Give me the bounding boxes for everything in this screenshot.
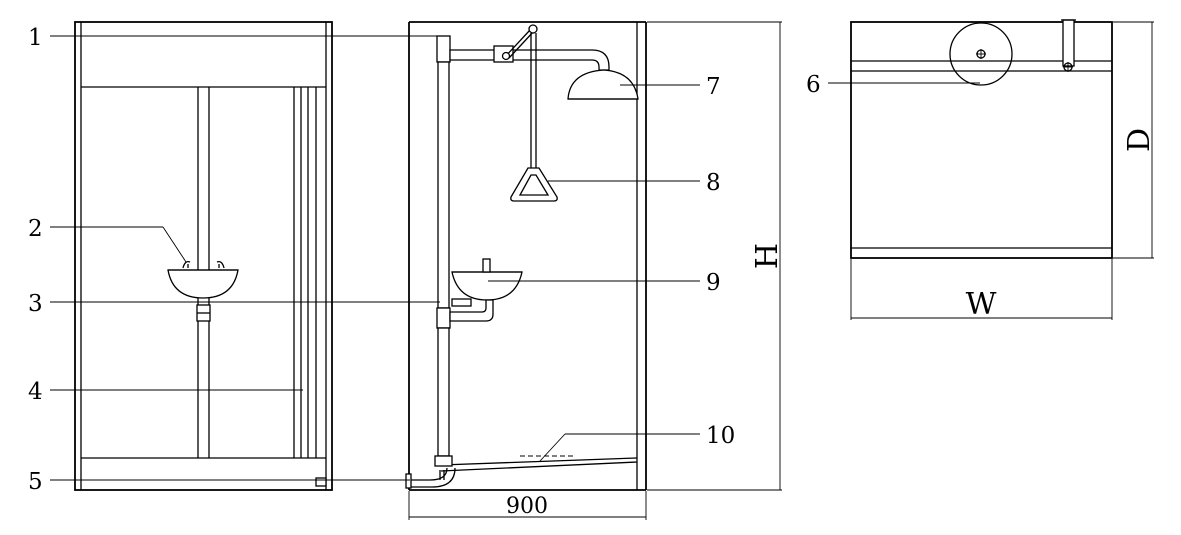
floor-drain-slope <box>440 457 638 466</box>
side-supply-pipe <box>434 35 453 467</box>
front-view <box>74 21 333 491</box>
shower-head <box>567 69 639 100</box>
dimension-labels: 900 H D W <box>506 128 1157 519</box>
callout-1: 1 <box>28 25 43 51</box>
callout-2: 2 <box>28 216 43 242</box>
callout-7: 7 <box>706 74 721 100</box>
plan-supply-pipe <box>1062 19 1075 67</box>
callout-8: 8 <box>706 170 721 196</box>
eyewash-valve-handle <box>451 298 472 307</box>
leader-lines <box>50 35 980 481</box>
callout-3: 3 <box>28 291 43 317</box>
callout-5: 5 <box>28 469 43 495</box>
height-dimension-label: H <box>750 243 785 269</box>
shower-head-pipe <box>449 45 610 71</box>
depth-dimension-label: D <box>1122 128 1157 152</box>
front-frame <box>74 21 333 491</box>
pull-handle-triangle <box>510 167 558 202</box>
callout-6: 6 <box>806 72 821 98</box>
plan-width-dimension-label: W <box>966 287 997 322</box>
plan-view <box>850 19 1113 259</box>
eyewash-nozzle <box>482 258 491 273</box>
front-foot-pedal <box>315 477 327 487</box>
side-eyewash-bowl <box>451 271 523 301</box>
side-foot-pedal <box>405 467 456 489</box>
callout-labels: 1 2 3 4 5 6 7 8 9 10 <box>28 25 821 495</box>
plan-shower-head <box>949 22 1013 86</box>
callout-4: 4 <box>28 379 43 405</box>
plan-frame <box>850 21 1113 259</box>
eyewash-drain-pipe <box>449 299 494 322</box>
front-eyewash-bowl <box>167 260 239 299</box>
curtain-panels <box>293 87 317 458</box>
side-view <box>405 21 647 491</box>
callout-9: 9 <box>706 270 721 296</box>
callout-10: 10 <box>706 423 735 449</box>
width-dimension-label: 900 <box>506 494 548 519</box>
dimension-lines <box>408 21 1154 520</box>
